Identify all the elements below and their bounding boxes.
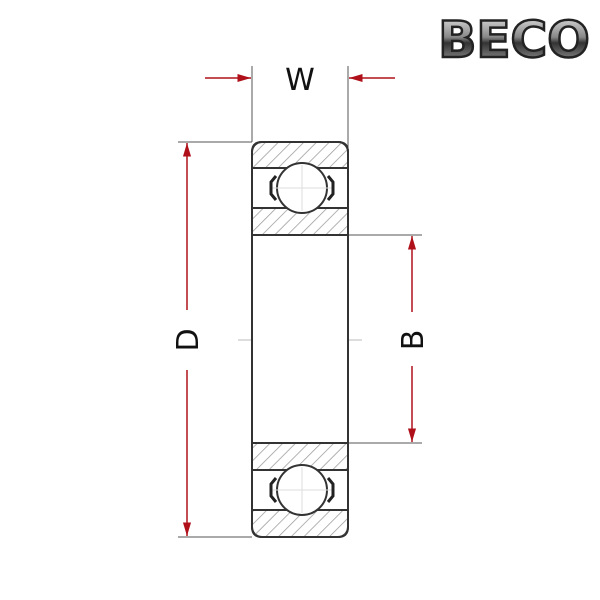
outer-diameter-dimension: D xyxy=(171,143,206,536)
bearing-cross-section xyxy=(251,141,349,538)
bore-label: B xyxy=(396,330,431,351)
bore-dimension: B xyxy=(396,236,431,442)
width-dimension: W xyxy=(205,63,395,98)
outer-diameter-label: D xyxy=(171,328,206,351)
beco-logo: BECO xyxy=(437,10,591,71)
svg-text:BECO: BECO xyxy=(438,11,589,69)
width-label: W xyxy=(285,63,315,98)
